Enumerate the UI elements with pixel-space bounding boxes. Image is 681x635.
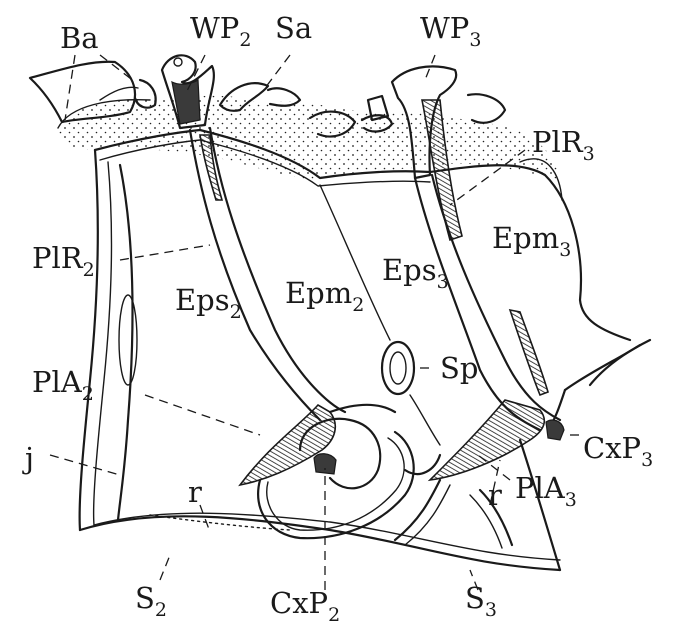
pleural-arm-2: [240, 405, 395, 485]
label-Eps2: Eps2: [175, 283, 242, 323]
label-r-right: r: [488, 478, 502, 512]
label-WP2: WP2: [190, 11, 251, 51]
label-PlA2: PlA2: [32, 365, 94, 405]
label-Epm2: Epm2: [285, 276, 364, 316]
label-Epm3: Epm3: [492, 221, 571, 261]
spiracle: [382, 342, 414, 394]
label-r-left: r: [188, 475, 202, 509]
label-WP3: WP3: [420, 11, 481, 51]
metathorax-lower: [150, 490, 512, 548]
label-Sa: Sa: [275, 11, 312, 45]
label-Ba: Ba: [60, 21, 99, 55]
label-S3: S3: [465, 581, 497, 621]
label-CxP2: CxP2: [270, 586, 340, 626]
label-PlA3: PlA3: [515, 471, 577, 511]
label-S2: S2: [135, 581, 167, 621]
label-Sp: Sp: [440, 351, 478, 385]
label-j: j: [22, 441, 34, 475]
dorsal-membrane: [58, 96, 560, 180]
coxal-process-3: [546, 420, 564, 440]
label-CxP3: CxP3: [583, 431, 653, 471]
pleural-arm-3: [430, 310, 548, 480]
label-PlR2: PlR2: [32, 241, 95, 281]
